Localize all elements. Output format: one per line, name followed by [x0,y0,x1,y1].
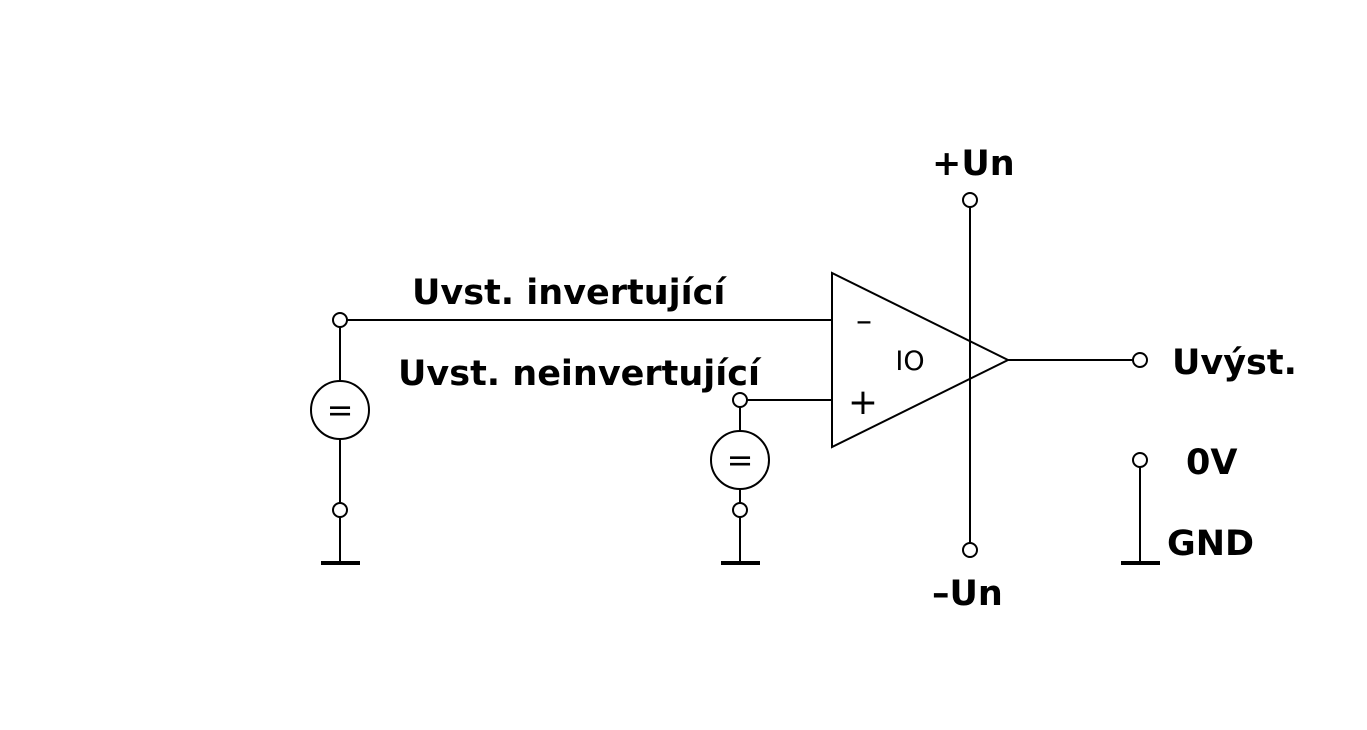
negative-supply-terminal [962,542,978,558]
noninverting-input-label: Uvst. neinvertující [398,354,762,394]
opamp-plus-sign: + [848,382,878,423]
opamp-name-label: IO [895,346,924,377]
output-terminal [1132,352,1148,368]
positive-supply-label: +Un [932,144,1015,184]
opamp-minus-sign: – [856,301,872,339]
right-ground-terminal [732,502,748,518]
left-dc-source-symbol: = [327,391,354,429]
inverting-input-terminal [332,312,348,328]
zero-volt-label: 0V [1186,443,1237,483]
inverting-input-label: Uvst. invertující [412,273,727,313]
left-ground-terminal [332,502,348,518]
opamp-triangle [831,271,1011,449]
output-label: Uvýst. [1172,343,1297,383]
ground-label: GND [1167,524,1254,564]
noninverting-input-terminal [732,392,748,408]
positive-supply-terminal [962,192,978,208]
negative-supply-label: –Un [932,574,1003,614]
zero-volt-terminal [1132,452,1148,468]
right-dc-source-symbol: = [727,441,754,479]
